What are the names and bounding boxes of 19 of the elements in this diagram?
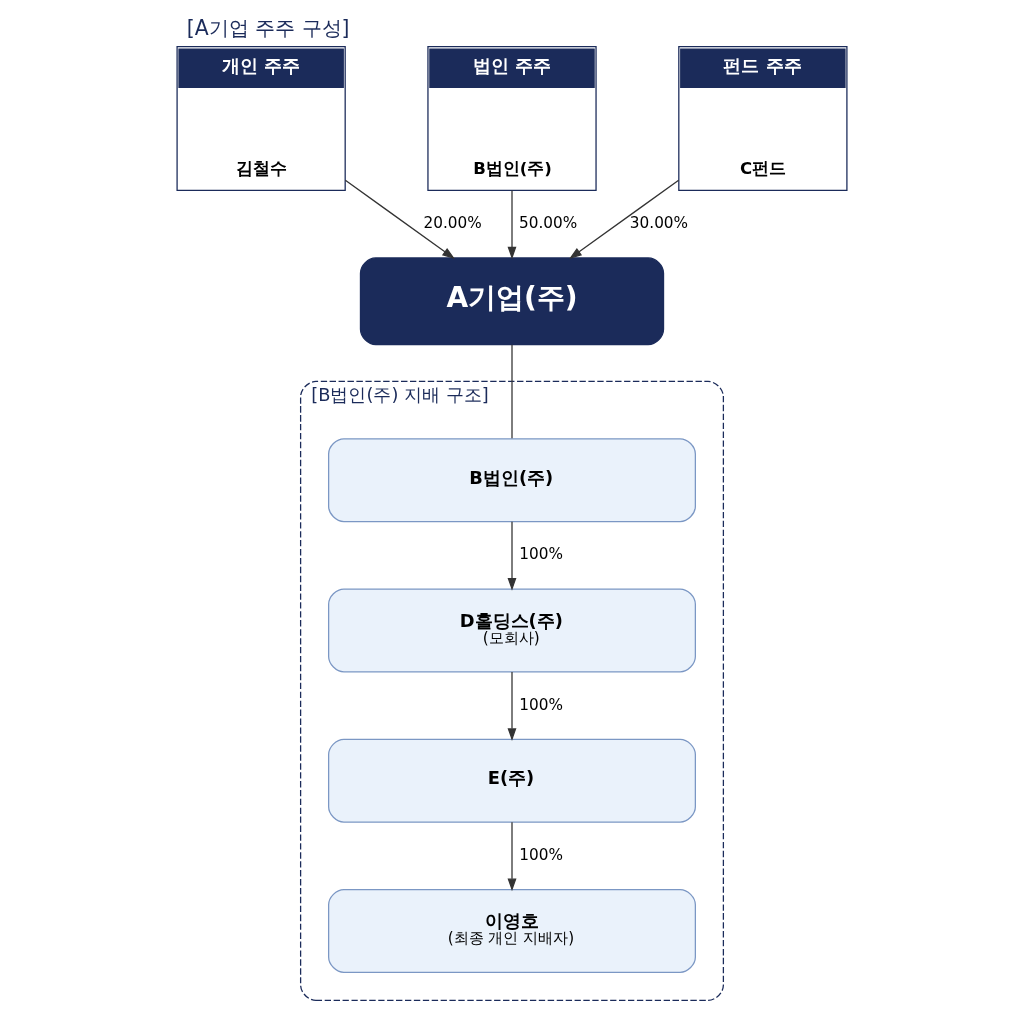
node-box: E(주): [328, 738, 696, 823]
node-box: A기업(주): [359, 257, 665, 346]
arrow: [507, 189, 517, 260]
edge-label: 20.00%: [423, 214, 482, 233]
arrow: [507, 521, 517, 591]
arrow: [569, 179, 680, 259]
edge-label: 100%: [519, 545, 563, 564]
edge-label: 100%: [519, 845, 563, 864]
node-box: D홀딩스(주) (모회사): [328, 588, 696, 673]
edge-label: 50.00%: [519, 214, 578, 233]
arrow: [507, 821, 517, 892]
node-box: 이영호 (최종 개인 지배자): [328, 888, 696, 973]
arrow: [507, 671, 517, 742]
edge-label: 30.00%: [629, 214, 689, 233]
edge-label: 100%: [519, 695, 563, 714]
node-box: B법인(주): [328, 438, 696, 523]
diagram-title: [A기업 주주 구성]: [186, 15, 350, 40]
arrow: [344, 179, 455, 259]
connector: [511, 344, 513, 439]
